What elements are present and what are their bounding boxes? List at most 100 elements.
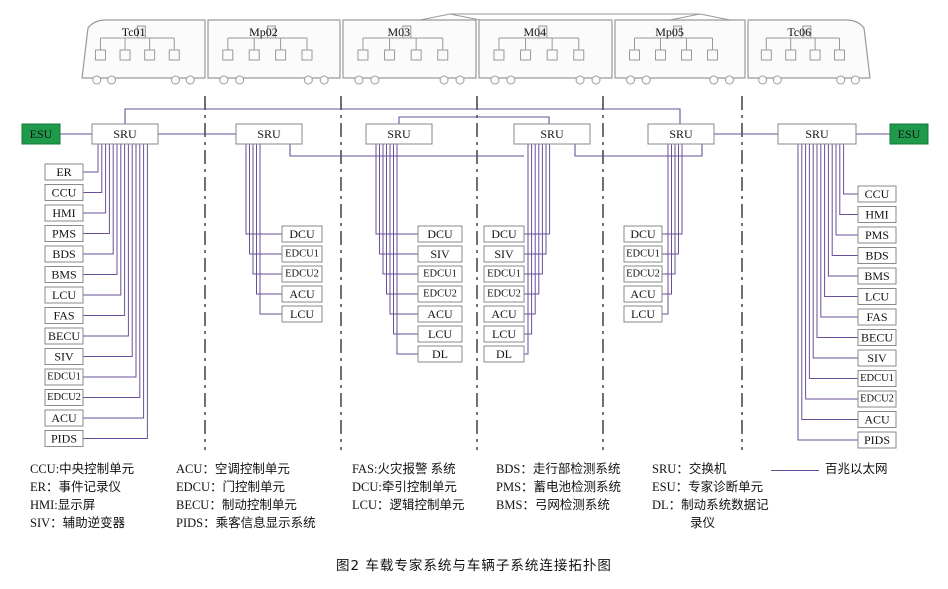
subsystem-label: SIV — [867, 351, 887, 365]
subsystem-rect — [857, 411, 897, 428]
subsystem-rect — [44, 266, 84, 283]
subsystem-rect — [857, 206, 897, 223]
legend-item: EDCU：门控制单元 — [176, 480, 286, 494]
wheel-icon — [354, 75, 364, 85]
car-label: Mp05 — [655, 25, 684, 39]
sru-marker — [402, 25, 412, 39]
subsystem-link — [393, 144, 418, 335]
subsystem-rect — [623, 265, 663, 283]
subsystem-link — [249, 144, 282, 255]
wheel-icon — [506, 75, 516, 85]
subsystem-link — [252, 144, 282, 275]
subsystem-box: ACU — [281, 285, 323, 303]
subsystem-label: DCU — [630, 227, 656, 241]
legend-column-4: BDS：走行部检测系统 PMS：蓄电池检测系统 BMS：弓网检测系统 — [496, 460, 621, 514]
subsystem-box: EDCU1 — [623, 245, 663, 263]
subsystem-rect — [417, 265, 463, 283]
subsystem-box: BMS — [44, 266, 84, 283]
subsystem-box: HMI — [857, 206, 897, 223]
subsystem-label: SIV — [54, 350, 74, 364]
sru-marker — [538, 25, 548, 39]
subsystem-link — [801, 144, 858, 420]
subsystem-rect — [483, 265, 525, 283]
subsystem-link — [83, 144, 122, 296]
subsystem-link — [662, 144, 676, 275]
subsystem-label: ER — [56, 165, 71, 179]
ethernet-backbone — [124, 108, 681, 124]
subsystem-box: LCU — [44, 286, 84, 304]
subsystem-box: EDCU2 — [857, 390, 897, 408]
subsystem-label: FAS — [53, 309, 74, 323]
ethernet-backbone — [289, 144, 524, 157]
subsystem-label: PMS — [865, 228, 889, 242]
subsystem-link — [808, 144, 858, 379]
subsystem-label: BECU — [48, 329, 80, 343]
subsystem-stack-tc06: CCUHMIPMSBDSBMSLCUFASBECUSIVEDCU1EDCU2AC… — [857, 185, 897, 449]
subsystem-rect — [44, 348, 84, 365]
subsystem-rect — [483, 225, 525, 243]
ethernet-line-sample — [771, 469, 819, 471]
subsystem-label: EDCU2 — [626, 269, 660, 280]
subsystem-box: LCU — [417, 325, 463, 343]
subsystem-rect — [44, 368, 84, 386]
sru-switch: SRU — [513, 123, 591, 145]
subsystem-link — [524, 144, 551, 235]
subsystem-box: LCU — [281, 305, 323, 323]
subsystem-box: ACU — [417, 305, 463, 323]
sru-switch: SRU — [647, 123, 715, 145]
ethernet-label: 百兆以太网 — [825, 462, 888, 476]
subsystem-label: EDCU2 — [487, 289, 521, 300]
subsystem-box: EDCU1 — [417, 265, 463, 283]
subsystem-label: PMS — [52, 227, 76, 241]
wheel-icon — [850, 75, 860, 85]
subsystem-box: EDCU1 — [483, 265, 525, 283]
legend-item: LCU：逻辑控制单元 — [352, 498, 465, 512]
subsystem-link — [843, 144, 858, 195]
subsystem-stack-tc01: ERCCUHMIPMSBDSBMSLCUFASBECUSIVEDCU1EDCU2… — [44, 163, 84, 447]
esu-left: ESU — [21, 123, 61, 145]
wheel-icon — [758, 75, 768, 85]
subsystem-link — [83, 144, 107, 214]
subsystem-box: EDCU2 — [623, 265, 663, 283]
subsystem-link — [382, 144, 418, 275]
subsystem-rect — [483, 345, 525, 363]
subsystem-box: BECU — [44, 327, 84, 345]
subsystem-box: HMI — [44, 204, 84, 222]
subsystem-link — [83, 144, 145, 419]
subsystem-rect — [857, 349, 897, 367]
sru-switch: SRU — [365, 123, 433, 145]
subsystem-label: DCU — [491, 227, 517, 241]
car-label: M04 — [524, 25, 547, 39]
subsystem-box: CCU — [44, 184, 84, 201]
esu-label: ESU — [30, 127, 53, 141]
subsystem-label: BDS — [52, 247, 75, 261]
subsystem-label: SIV — [430, 247, 450, 261]
wheel-icon — [219, 75, 229, 85]
subsystem-label: EDCU1 — [860, 373, 894, 384]
subsystem-link — [524, 144, 540, 295]
subsystem-label: ACU — [630, 287, 656, 301]
subsystem-box: PIDS — [44, 430, 84, 447]
subsystem-label: LCU — [428, 327, 452, 341]
subsystem-link — [835, 144, 858, 236]
subsystem-box: LCU — [483, 325, 525, 343]
subsystem-rect — [281, 305, 323, 323]
car-label: Mp02 — [249, 25, 278, 39]
subsystem-rect — [857, 226, 897, 244]
ethernet-backbone — [574, 144, 703, 157]
subsystem-box: LCU — [623, 305, 663, 323]
subsystem-link — [245, 144, 282, 235]
wheel-icon — [303, 75, 313, 85]
subsystem-link — [805, 144, 858, 400]
wheel-icon — [772, 75, 782, 85]
subsystem-label: DCU — [427, 227, 453, 241]
subsystem-link — [83, 144, 133, 357]
subsystem-box: SIV — [44, 348, 84, 365]
subsystem-rect — [623, 245, 663, 263]
subsystem-rect — [857, 431, 897, 449]
sru-label: SRU — [805, 127, 829, 141]
legend-item: SRU：交换机 — [652, 462, 727, 476]
sru-marker — [673, 25, 682, 39]
subsystem-rect — [44, 184, 84, 201]
